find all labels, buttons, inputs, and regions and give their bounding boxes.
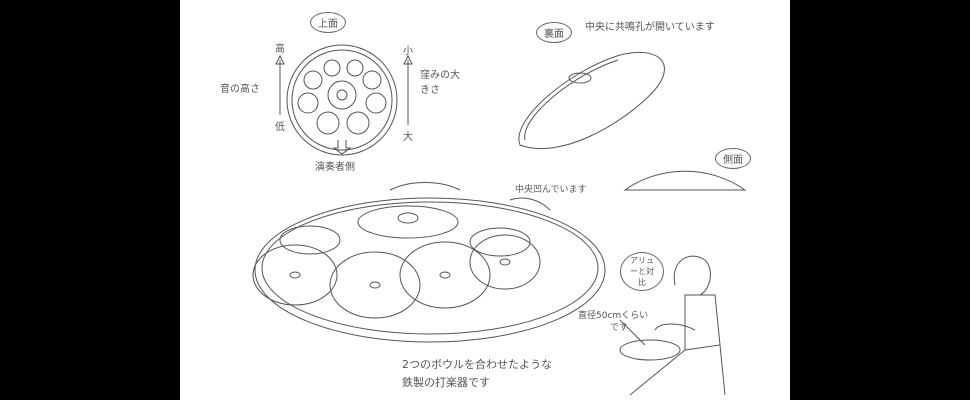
label-dent-size: 窪みの大きさ <box>420 70 460 96</box>
label-back-note: 中央に共鳴孔が開いています <box>585 22 715 33</box>
handpan-drawings <box>252 44 747 396</box>
label-diameter-2: です <box>610 323 629 333</box>
label-player-side: 演奏者側 <box>315 162 355 173</box>
label-center-note: 中央凹んでいます <box>515 185 587 195</box>
label-aryu-compare: アリューと対比 <box>620 252 664 291</box>
main-handpan-drawing <box>252 182 606 343</box>
label-pitch: 音の高さ <box>220 84 260 95</box>
label-back-view: 裏面 <box>536 22 572 43</box>
description-line-1: 2つのボウルを合わせたような <box>402 358 552 371</box>
label-side-view: 側面 <box>715 148 751 169</box>
side-view-drawing <box>623 170 747 191</box>
label-diameter: 直径50cmくらい <box>578 311 649 321</box>
label-top-view: 上面 <box>310 12 346 33</box>
sketch-paper: 上面 高 低 音の高さ 小 大 窪みの大きさ 演奏者側 裏面 中央に共鳴孔が開い… <box>180 0 790 400</box>
label-dent-small: 小 <box>403 46 413 57</box>
label-pitch-low: 低 <box>275 122 285 133</box>
back-view-drawing <box>518 51 665 150</box>
label-pitch-high: 高 <box>275 44 285 55</box>
label-dent-large: 大 <box>403 132 413 143</box>
person-with-handpan-drawing <box>619 255 726 396</box>
description-line-2: 鉄製の打楽器です <box>402 376 490 389</box>
top-view-drawing <box>275 44 413 156</box>
